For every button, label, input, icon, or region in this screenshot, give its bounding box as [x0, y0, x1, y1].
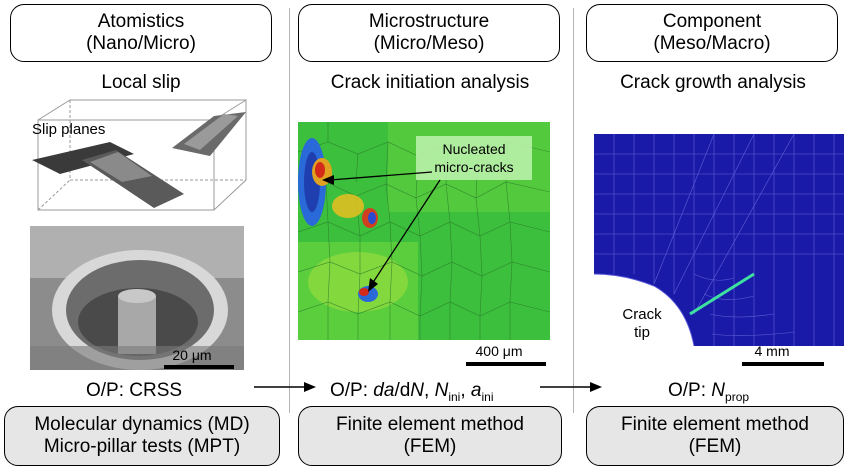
- column-divider-left: [289, 8, 290, 413]
- slip-planes-image: Slip planes: [32, 99, 247, 211]
- method-line-fem: Finite element method: [336, 414, 524, 435]
- op-sep: /d: [394, 380, 411, 401]
- method-box-md-mpt: Molecular dynamics (MD) Micro-pillar tes…: [4, 406, 280, 466]
- component-scale-box: Component (Meso/Macro): [586, 4, 838, 62]
- fem-mesh-image: [594, 134, 844, 346]
- output-n-prop: O/P: Nprop: [668, 380, 749, 404]
- scalebar-label-4mm: 4 mm: [754, 343, 790, 359]
- output-crss: O/P: CRSS: [86, 380, 183, 401]
- crack-tip-line-1: Crack: [622, 306, 662, 323]
- method-box-fem-macro: Finite element method (FEM): [586, 406, 844, 466]
- method-line-fem-abbr: (FEM): [688, 436, 742, 457]
- analysis-title-crack-initiation: Crack initiation analysis: [330, 72, 530, 93]
- callout-line-1: Nucleated: [442, 141, 505, 157]
- scalebar-label-400um: 400 μm: [475, 343, 523, 359]
- op-var-n: N: [410, 380, 425, 401]
- microstructure-scale-box: Microstructure (Micro/Meso): [298, 4, 560, 62]
- output-crack-initiation: O/P: da/dN, Nini, aini: [330, 380, 494, 404]
- analysis-title-local-slip: Local slip: [101, 72, 181, 93]
- method-line-fem: Finite element method: [621, 414, 809, 435]
- op-var-n: N: [711, 380, 726, 401]
- flow-arrow-2: [540, 382, 602, 392]
- scalebar-20um: [164, 365, 234, 369]
- op-sub-ini: ini: [448, 389, 461, 404]
- scale-range: (Nano/Micro): [86, 33, 196, 54]
- micro-pillar-sem-image: [30, 226, 244, 370]
- grain-contour-map: Nucleated micro-cracks: [298, 122, 550, 340]
- op-sep: ,: [460, 380, 471, 401]
- scale-title: Atomistics: [97, 11, 185, 32]
- op-sub-ini: ini: [481, 389, 494, 404]
- scalebar-400um: [466, 362, 546, 366]
- scale-title: Microstructure: [368, 11, 490, 32]
- op-var-a-ini: a: [470, 380, 482, 401]
- callout-line-2: micro-cracks: [434, 159, 513, 175]
- flow-arrow-1: [254, 382, 316, 392]
- scale-range: (Micro/Meso): [373, 33, 485, 54]
- op-var-da: da: [373, 380, 395, 401]
- scale-range: (Meso/Macro): [653, 33, 771, 54]
- method-line-mpt: Micro-pillar tests (MPT): [43, 436, 241, 457]
- scalebar-label-20um: 20 μm: [172, 347, 212, 363]
- method-line-md: Molecular dynamics (MD): [34, 414, 250, 435]
- slip-planes-label: Slip planes: [32, 121, 105, 138]
- method-line-fem-abbr: (FEM): [403, 436, 457, 457]
- analysis-title-crack-growth: Crack growth analysis: [620, 72, 806, 93]
- scale-title: Component: [662, 11, 762, 32]
- crack-tip-label: Crack tip: [618, 306, 666, 342]
- op-var-n-ini: N: [434, 380, 449, 401]
- op-sub-prop: prop: [725, 389, 750, 404]
- method-box-fem-micro: Finite element method (FEM): [298, 406, 562, 466]
- atomistics-scale-box: Atomistics (Nano/Micro): [10, 4, 272, 62]
- crack-tip-line-2: tip: [634, 324, 650, 341]
- op-prefix: O/P:: [668, 380, 712, 401]
- op-sep: ,: [424, 380, 435, 401]
- op-prefix: O/P:: [330, 380, 374, 401]
- column-divider-right: [573, 8, 574, 413]
- scalebar-4mm: [742, 362, 824, 366]
